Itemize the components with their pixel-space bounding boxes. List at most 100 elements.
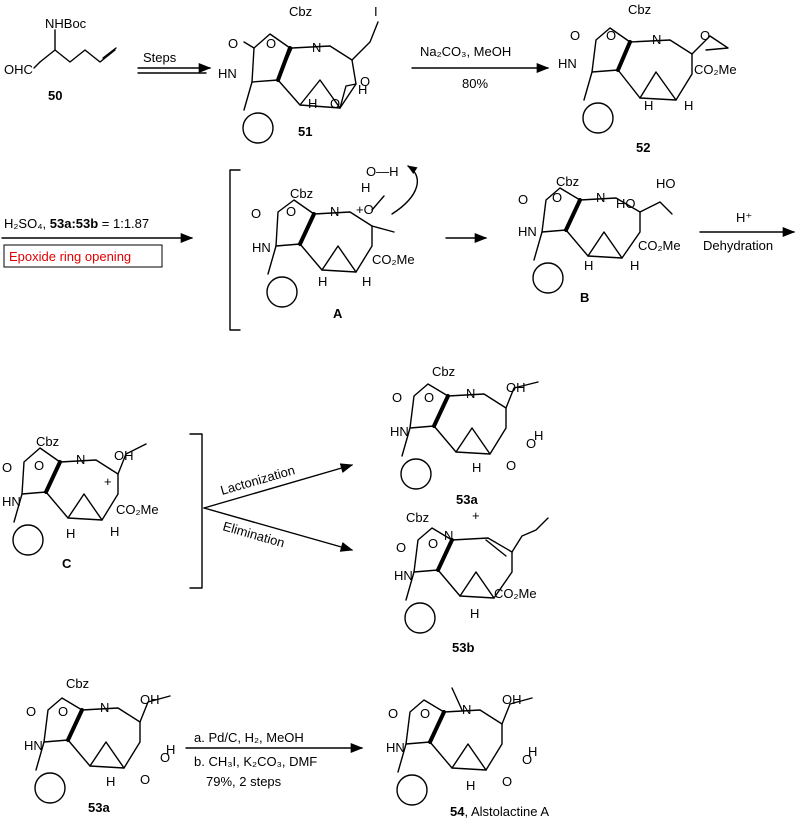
ratio-compounds: 53a:53b: [50, 216, 98, 231]
o-54-1: O: [388, 706, 398, 721]
cplus-C: +: [104, 474, 112, 489]
o-51b: O: [266, 36, 276, 51]
o-52b: O: [606, 28, 616, 43]
hn-53a: HN: [390, 424, 409, 439]
co2me-B: CO₂Me: [638, 238, 681, 253]
o-53b-2: O: [428, 536, 438, 551]
co2me-53b: CO₂Me: [494, 586, 537, 601]
compound-51-label: 51: [298, 124, 312, 139]
o-Ab: O: [286, 204, 296, 219]
n-51: N: [312, 40, 321, 55]
n-52: N: [652, 32, 661, 47]
o-54-3: O: [522, 752, 532, 767]
n-53a-r4: N: [100, 700, 109, 715]
step-a-label: a. Pd/C, H₂, MeOH: [194, 730, 304, 745]
cbz-53b: Cbz: [406, 510, 429, 525]
cbz-53a-r4: Cbz: [66, 676, 89, 691]
h-A: H: [361, 180, 370, 195]
oh-53a-r4: OH: [140, 692, 160, 707]
cbz-53a: Cbz: [432, 364, 455, 379]
ratio-value: = 1:1.87: [98, 216, 149, 231]
o-Cb: O: [34, 458, 44, 473]
h-A3: H: [362, 274, 371, 289]
n-53b: N: [444, 528, 453, 543]
hn-54: HN: [386, 740, 405, 755]
yield-79-label: 79%, 2 steps: [206, 774, 282, 789]
intermediate-C-label: C: [62, 556, 72, 571]
oh-water: O—H: [366, 164, 399, 179]
step-b-label: b. CH₃I, K₂CO₃, DMF: [194, 754, 317, 769]
hn-52: HN: [558, 56, 577, 71]
h-54-1: H: [528, 744, 537, 759]
ho-B: HO: [616, 196, 636, 211]
hn-B: HN: [518, 224, 537, 239]
na2co3-label: Na₂CO₃, MeOH: [420, 44, 511, 59]
h-B2: H: [630, 258, 639, 273]
bracket-left: [229, 169, 241, 331]
cbz-51: Cbz: [289, 4, 312, 19]
o-Ba: O: [518, 192, 528, 207]
structure-53b: Cbz N O O HN CO₂Me H 53b: [394, 510, 549, 655]
compound-54-number: 54: [450, 804, 465, 819]
cbz-C: Cbz: [36, 434, 59, 449]
o-53a-r4-4: O: [140, 772, 150, 787]
compound-54-label: 54, Alstolactine A: [450, 804, 549, 819]
oplus-A: +O: [356, 202, 374, 217]
steps-label: Steps: [143, 50, 177, 65]
h-53a-r4-1: H: [166, 742, 175, 757]
compound-50-label: 50: [48, 88, 62, 103]
n-54: N: [462, 702, 471, 717]
h2so4-text: H₂SO₄,: [4, 216, 50, 231]
cbz-52: Cbz: [628, 2, 651, 17]
o-53a-2: O: [424, 390, 434, 405]
n-B: N: [596, 190, 605, 205]
structure-52: Cbz N O O O HN CO₂Me H H 52: [558, 2, 737, 155]
o-Ca: O: [2, 460, 12, 475]
elimination-arrow: [203, 507, 354, 552]
epoxide-opening-label: Epoxide ring opening: [9, 249, 131, 264]
h-C2: H: [110, 524, 119, 539]
hplus-label: H⁺: [736, 210, 752, 225]
i-51: I: [374, 4, 378, 19]
o-53a-1: O: [392, 390, 402, 405]
structure-C: Cbz N O O OH + HN CO₂Me H H C: [2, 434, 159, 571]
hn-53b: HN: [394, 568, 413, 583]
epoxide-box: [3, 244, 163, 268]
co2me-A: CO₂Me: [372, 252, 415, 267]
compound-52-label: 52: [636, 140, 650, 155]
h-52b: H: [684, 98, 693, 113]
h-C: H: [66, 526, 75, 541]
intermediate-B-label: B: [580, 290, 589, 305]
oh-53a: OH: [506, 380, 526, 395]
h-53b: H: [470, 606, 479, 621]
o-Aa: O: [251, 206, 261, 221]
o-53a-r4-2: O: [58, 704, 68, 719]
o-54-4: O: [502, 774, 512, 789]
hn-C: HN: [2, 494, 21, 509]
h-53a-1: H: [534, 428, 543, 443]
o-53a-r4-3: O: [160, 750, 170, 765]
h-B: H: [584, 258, 593, 273]
h-A2: H: [318, 274, 327, 289]
h2so4-label: H₂SO₄, 53a:53b = 1:1.87: [4, 216, 149, 231]
lactonization-arrow: [203, 463, 354, 509]
structure-53a-final: Cbz N O O OH O O H H HN 53a: [24, 676, 175, 815]
structure-51: Cbz N O O HN O O H H I 51: [218, 4, 379, 144]
o-53a-4: O: [506, 458, 516, 473]
o-53a-r4-1: O: [26, 704, 36, 719]
h-52a: H: [644, 98, 653, 113]
structure-50: NHBoc OHC 50: [4, 16, 117, 103]
o-52a: O: [570, 28, 580, 43]
structure-54: N O O OH O O H H HN 54, Alstolactine A: [386, 687, 549, 819]
cbz-B: Cbz: [556, 174, 579, 189]
h-51b: H: [308, 96, 317, 111]
structure-53a: Cbz N O O OH O O H H HN 53a: [390, 364, 543, 507]
o-Bb: O: [552, 190, 562, 205]
o-53a-3: O: [526, 436, 536, 451]
yield-80-label: 80%: [462, 76, 488, 91]
structure-A: Cbz N O O +O H O—H HN CO₂Me H H A: [251, 164, 418, 321]
ho-B2: HO: [656, 176, 676, 191]
o-51d: O: [330, 96, 340, 111]
